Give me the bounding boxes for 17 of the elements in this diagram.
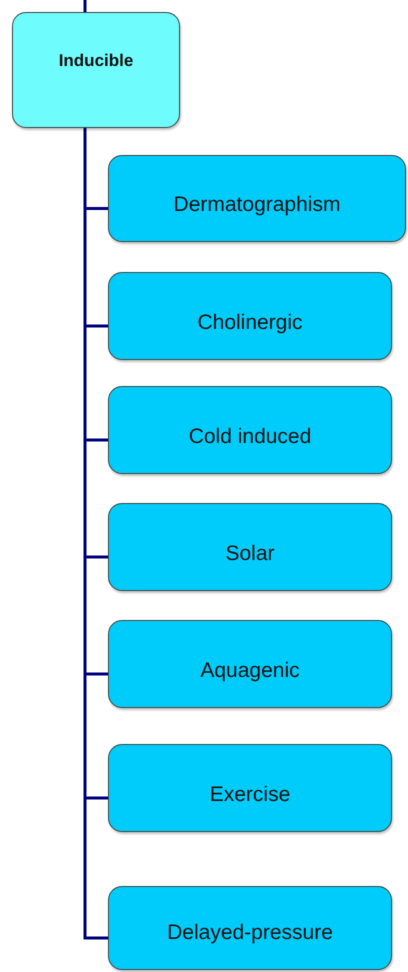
subtype-box	[108, 744, 392, 832]
subtype-box	[108, 620, 392, 708]
box-label: Exercise	[210, 783, 290, 807]
box-label: Solar	[225, 542, 275, 566]
box-label: Delayed-pressure	[167, 921, 333, 945]
subtype-box	[108, 503, 392, 591]
box-label: Inducible	[58, 51, 134, 71]
box-label: Cold induced	[188, 425, 312, 449]
subtype-box	[108, 155, 406, 242]
subtype-box	[108, 386, 392, 474]
box-label: Cholinergic	[197, 311, 303, 335]
box-label: Aquagenic	[200, 659, 300, 683]
category-box	[12, 12, 180, 128]
box-label: Dermatographism	[174, 193, 340, 217]
subtype-box	[108, 272, 392, 360]
connector-line	[84, 0, 86, 12]
subtype-box	[108, 886, 392, 970]
